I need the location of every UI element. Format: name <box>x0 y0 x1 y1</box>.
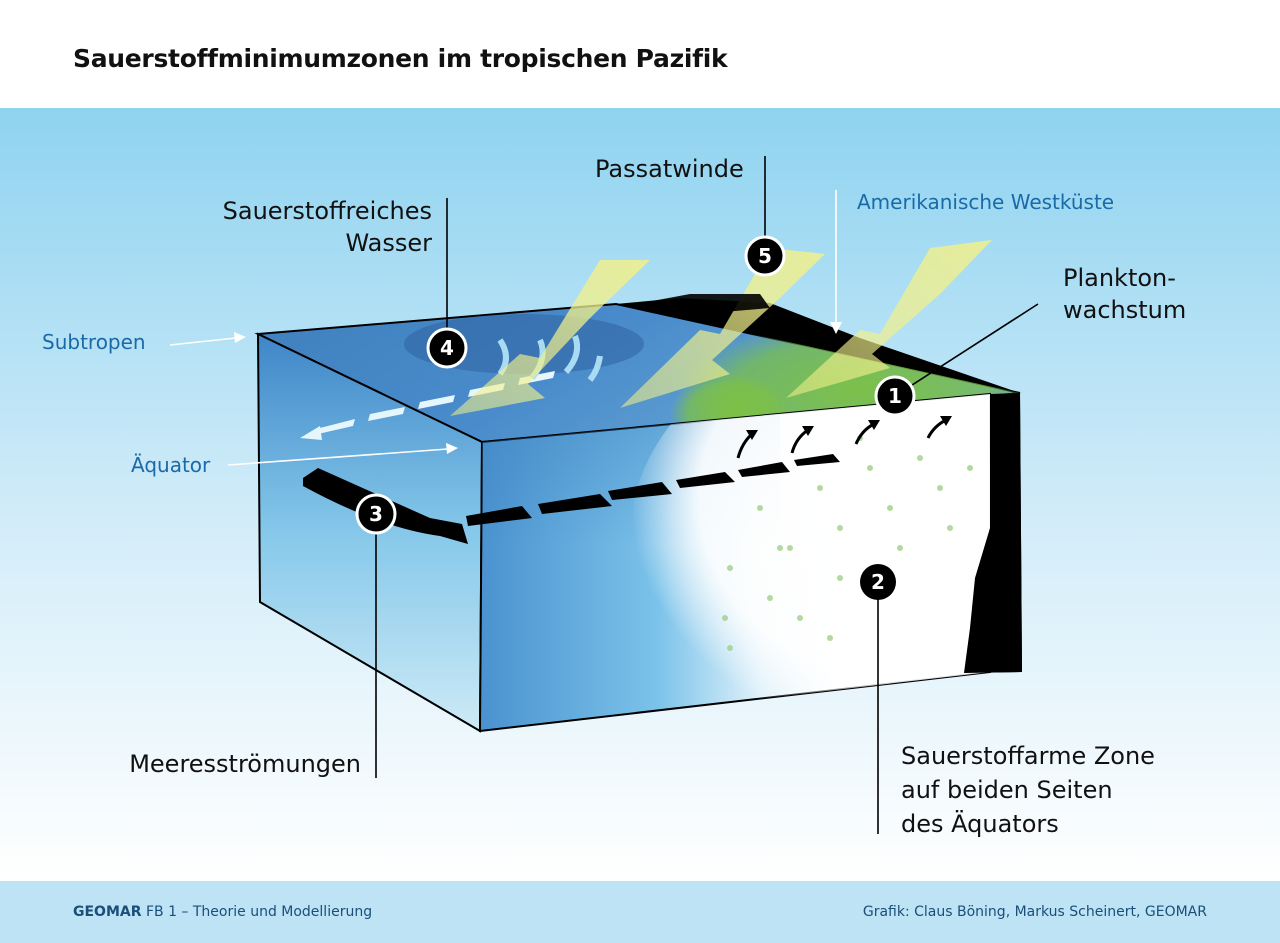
svg-text:3: 3 <box>369 502 383 526</box>
svg-text:4: 4 <box>440 336 454 360</box>
marker-2: 2 <box>860 564 896 600</box>
page-title: Sauerstoffminimumzonen im tropischen Paz… <box>73 44 728 73</box>
svg-text:1: 1 <box>888 384 902 408</box>
ocean-box-diagram: 4 5 1 3 2 Passatwinde Sauerstoffreiches … <box>0 108 1280 881</box>
diagram-panel: 4 5 1 3 2 Passatwinde Sauerstoffreiches … <box>0 108 1280 881</box>
label-passatwinde: Passatwinde <box>595 155 744 183</box>
coast-wedge <box>636 294 770 314</box>
footer-department: FB 1 – Theorie und Modellierung <box>141 904 373 920</box>
label-subtropen: Subtropen <box>42 330 146 354</box>
pointer-arrowheads <box>234 322 842 454</box>
footer-org-line: GEOMAR FB 1 – Theorie und Modellierung <box>73 904 372 920</box>
footer-bar: GEOMAR FB 1 – Theorie und Modellierung G… <box>0 881 1280 943</box>
upwelling-arrows <box>736 416 952 459</box>
label-zone-3: des Äquators <box>901 809 1059 838</box>
label-amerikanische-westkueste: Amerikanische Westküste <box>857 190 1114 214</box>
label-plankton-2: wachstum <box>1063 296 1186 324</box>
label-zone-2: auf beiden Seiten <box>901 776 1113 804</box>
svg-text:5: 5 <box>758 244 772 268</box>
marker-4: 4 <box>426 327 468 369</box>
footer-credit: Grafik: Claus Böning, Markus Scheinert, … <box>862 904 1207 920</box>
marker-3: 3 <box>355 493 397 535</box>
pointer-arrows <box>169 190 837 466</box>
coast-edge <box>964 393 1022 673</box>
label-sauerstoffreiches-1: Sauerstoffreiches <box>223 197 432 225</box>
trade-wind-arrows <box>450 240 992 416</box>
label-aequator: Äquator <box>131 453 211 477</box>
leader-lines <box>375 156 1039 834</box>
marker-1: 1 <box>874 375 916 417</box>
label-plankton-1: Plankton- <box>1063 264 1176 292</box>
footer-org: GEOMAR <box>73 904 142 920</box>
label-zone-1: Sauerstoffarme Zone <box>901 742 1155 770</box>
label-sauerstoffreiches-2: Wasser <box>345 229 432 257</box>
svg-text:2: 2 <box>871 570 885 594</box>
label-meeresstroemungen: Meeresströmungen <box>129 750 361 778</box>
marker-5: 5 <box>744 235 786 277</box>
